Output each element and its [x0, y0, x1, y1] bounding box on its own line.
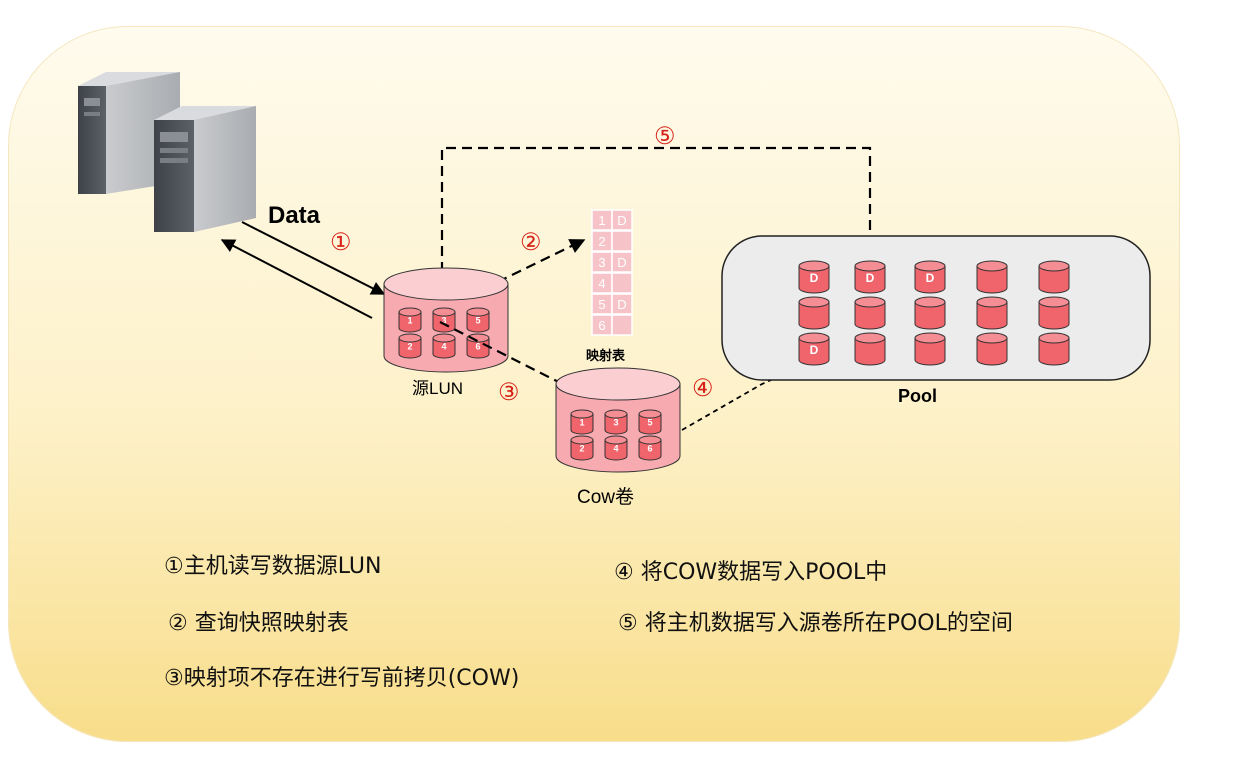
pool-disk — [1038, 296, 1070, 330]
step-1-marker: ① — [330, 228, 352, 256]
small-disk-3: 3 — [432, 307, 456, 333]
small-disk-4-label: 4 — [441, 342, 446, 352]
pool-disks: D D D D — [798, 260, 1070, 366]
step-3-marker: ③ — [498, 378, 520, 406]
legend-item-4: ④ 将COW数据写入POOL中 — [614, 560, 888, 585]
pool-disk — [854, 332, 886, 366]
legend-item-1: ①主机读写数据源LUN — [164, 554, 382, 579]
small-disk-4: 4 — [604, 435, 628, 461]
small-disk-4-label: 4 — [613, 444, 618, 454]
server-icon — [154, 106, 256, 232]
write-arrow — [241, 221, 386, 295]
small-disk-5-label: 5 — [475, 316, 480, 326]
legend-item-2: ② 查询快照映射表 — [168, 611, 349, 636]
small-disk-1-label: 1 — [407, 316, 412, 326]
small-disk-5: 5 — [466, 307, 490, 333]
pool-disk — [854, 296, 886, 330]
source-lun-volume: 1 2 3 4 5 6 — [383, 267, 509, 373]
pool-disk — [976, 332, 1008, 366]
small-disk-3: 3 — [604, 409, 628, 435]
cow-volume-label: Cow卷 — [577, 487, 635, 508]
pool-disk-label: D — [866, 271, 875, 285]
small-disk-5-label: 5 — [647, 418, 652, 428]
small-disk-1: 1 — [398, 307, 422, 333]
map-row-number: 2 — [598, 234, 605, 249]
map-row-flag: D — [617, 255, 626, 270]
small-disk-2-label: 2 — [579, 444, 584, 454]
step-2-marker: ② — [520, 228, 542, 256]
map-row-number: 6 — [598, 318, 605, 333]
small-disk-6: 6 — [638, 435, 662, 461]
small-disk-1-label: 1 — [579, 418, 584, 428]
pool-disk — [1038, 260, 1070, 294]
map-row-number: 4 — [598, 276, 605, 291]
read-arrow — [220, 239, 373, 319]
small-disk-2: 2 — [398, 333, 422, 359]
mapping-table-label: 映射表 — [586, 349, 626, 364]
pool-disk — [914, 296, 946, 330]
map-row-number: 5 — [598, 297, 605, 312]
arrow-step5 — [440, 146, 878, 272]
small-disk-6-label: 6 — [647, 444, 652, 454]
pool-disk — [1038, 332, 1070, 366]
small-disk-5: 5 — [638, 409, 662, 435]
pool-disk — [976, 260, 1008, 294]
small-disk-3-label: 3 — [441, 316, 446, 326]
legend-item-3: ③映射项不存在进行写前拷贝(COW) — [164, 666, 520, 691]
map-row-flag: D — [617, 297, 626, 312]
step-4-marker: ④ — [692, 374, 714, 402]
legend-item-5: ⑤ 将主机数据写入源卷所在POOL的空间 — [618, 611, 1013, 636]
small-disk-4: 4 — [432, 333, 456, 359]
small-disk-2: 2 — [570, 435, 594, 461]
small-disk-1: 1 — [570, 409, 594, 435]
small-disk-2-label: 2 — [407, 342, 412, 352]
small-disk-6-label: 6 — [475, 342, 480, 352]
step-5-marker: ⑤ — [654, 122, 676, 150]
pool-disk-label: D — [810, 343, 819, 357]
pool-disk — [914, 332, 946, 366]
cow-volume: 1 2 3 4 5 6 — [555, 367, 681, 473]
small-disk-3-label: 3 — [613, 418, 618, 428]
pool-label: Pool — [898, 386, 937, 406]
arrow-step2 — [439, 239, 586, 311]
pool-disk: D — [798, 260, 830, 294]
pool-disk-label: D — [926, 271, 935, 285]
map-row-flag: D — [617, 213, 626, 228]
pool-disk: D — [914, 260, 946, 294]
pool-disk: D — [854, 260, 886, 294]
pool-disk: D — [798, 332, 830, 366]
pool-disk-label: D — [810, 271, 819, 285]
source-lun-label: 源LUN — [412, 379, 464, 398]
pool-disk — [976, 296, 1008, 330]
map-row-number: 1 — [598, 213, 605, 228]
pool-disk — [798, 296, 830, 330]
map-row-number: 3 — [598, 255, 605, 270]
data-label: Data — [268, 202, 321, 229]
